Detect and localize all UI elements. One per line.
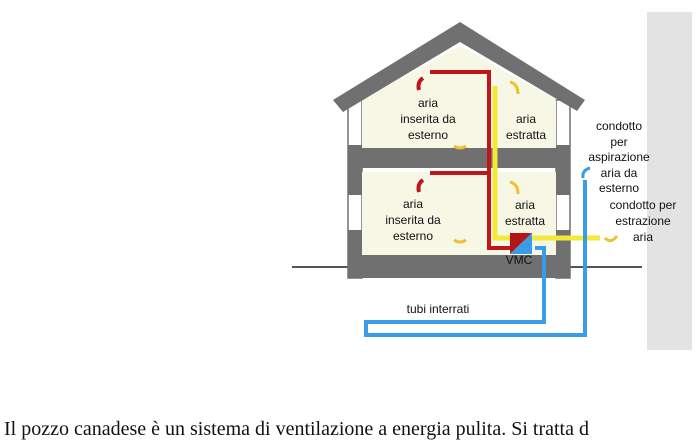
label-buried-pipes: tubi interrati (407, 302, 470, 316)
extract-arrow-icon (509, 180, 520, 195)
roof (333, 22, 585, 112)
body-paragraph: Il pozzo canadese è un sistema di ventil… (4, 418, 589, 440)
intake-arrow-icon (581, 166, 591, 179)
supply-arrow-icon (416, 178, 425, 193)
supply-arrow-icon (416, 76, 425, 91)
foundation (348, 255, 570, 278)
label-vmc: VMC (506, 253, 533, 267)
upper-floor (362, 46, 556, 148)
extract-arrow-icon (509, 80, 520, 95)
extract-pipe (492, 86, 600, 241)
buried-pipe (364, 180, 587, 337)
page-margin-bar (647, 12, 692, 350)
floor-slab (348, 148, 570, 168)
supply-pipe (430, 70, 512, 250)
